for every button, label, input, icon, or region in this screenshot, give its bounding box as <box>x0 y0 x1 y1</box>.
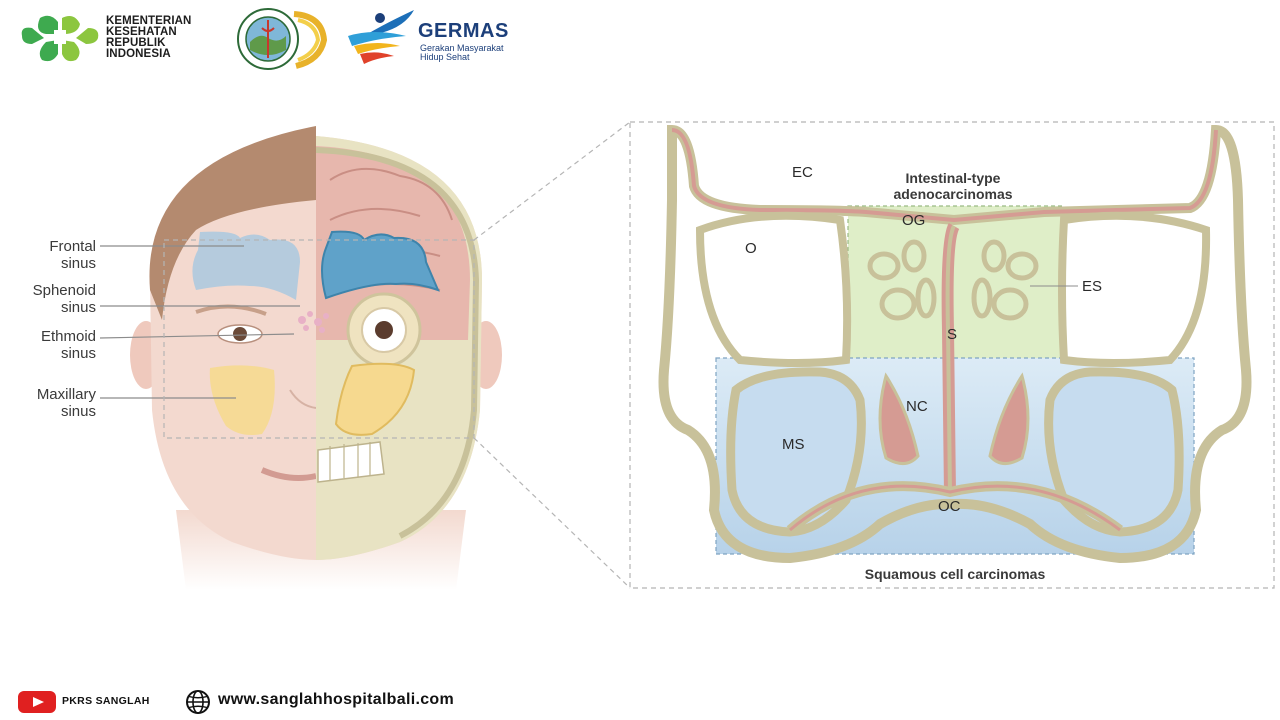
squamous-label: Squamous cell carcinomas <box>864 566 1046 582</box>
ethmoid-sinus-label-line: sinus <box>60 345 96 362</box>
kemenkes-emblem-icon <box>21 15 99 62</box>
label-oc: OC <box>938 498 961 515</box>
germas-sub-line: Gerakan Masyarakat <box>420 43 504 53</box>
rsup-sanglah-seal <box>232 6 328 70</box>
frontal-sinus-label-line: Frontal <box>49 238 96 255</box>
kemenkes-text: KEMENTERIAN KESEHATAN REPUBLIK INDONESIA <box>106 15 192 60</box>
adenocarcinoma-label: Intestinal-type adenocarcinomas <box>858 170 1048 202</box>
hospital-seal-icon <box>237 8 328 70</box>
kemenkes-logo: KEMENTERIAN KESEHATAN REPUBLIK INDONESIA <box>18 10 228 68</box>
sphenoid-sinus-label-line: sinus <box>60 299 96 316</box>
label-ec: EC <box>792 164 813 181</box>
germas-logo: GERMAS Gerakan Masyarakat Hidup Sehat <box>344 6 544 66</box>
footer: PKRS SANGLAH www.sanglahhospitalbali.com <box>18 688 578 714</box>
sinus-illustration <box>99 121 1275 590</box>
maxillary-sinus-label-line: sinus <box>60 403 96 420</box>
youtube-channel-name[interactable]: PKRS SANGLAH <box>62 695 150 707</box>
label-s: S <box>947 326 958 343</box>
kemenkes-line: KESEHATAN <box>106 26 177 38</box>
ethmoid-sinus-label-line: Ethmoid <box>40 328 96 345</box>
sinus-diagram: Frontal sinus Sphenoid sinus Ethmoid sin… <box>0 90 1280 610</box>
sinus-cross-section <box>629 121 1275 589</box>
kemenkes-line: KEMENTERIAN <box>106 15 192 27</box>
frontal-sinus-label: Frontal sinus <box>14 238 96 272</box>
website-link[interactable]: www.sanglahhospitalbali.com <box>218 691 454 708</box>
kemenkes-line: REPUBLIK <box>106 37 166 49</box>
adenocarcinoma-label-line: adenocarcinomas <box>893 186 1013 202</box>
germas-title: GERMAS <box>418 20 509 42</box>
germas-emblem-icon <box>348 10 414 64</box>
maxillary-sinus-label-line: Maxillary <box>36 386 96 403</box>
sphenoid-sinus-label: Sphenoid sinus <box>8 282 96 316</box>
youtube-icon[interactable] <box>18 691 56 713</box>
globe-icon <box>186 690 210 714</box>
face-illustration <box>99 121 631 590</box>
kemenkes-line: INDONESIA <box>106 48 171 60</box>
maxillary-sinus-label: Maxillary sinus <box>8 386 96 420</box>
sphenoid-sinus-label-line: Sphenoid <box>32 282 96 299</box>
frontal-sinus-label-line: sinus <box>60 255 96 272</box>
label-es: ES <box>1082 278 1103 295</box>
ethmoid-sinus-label: Ethmoid sinus <box>14 328 96 362</box>
label-o: O <box>745 240 757 257</box>
germas-subtitle: Gerakan Masyarakat Hidup Sehat <box>420 44 504 62</box>
adenocarcinoma-label-line: Intestinal-type <box>905 170 1001 186</box>
label-og: OG <box>902 212 926 229</box>
label-nc: NC <box>906 398 928 415</box>
germas-sub-line: Hidup Sehat <box>420 52 470 62</box>
label-ms: MS <box>782 436 805 453</box>
